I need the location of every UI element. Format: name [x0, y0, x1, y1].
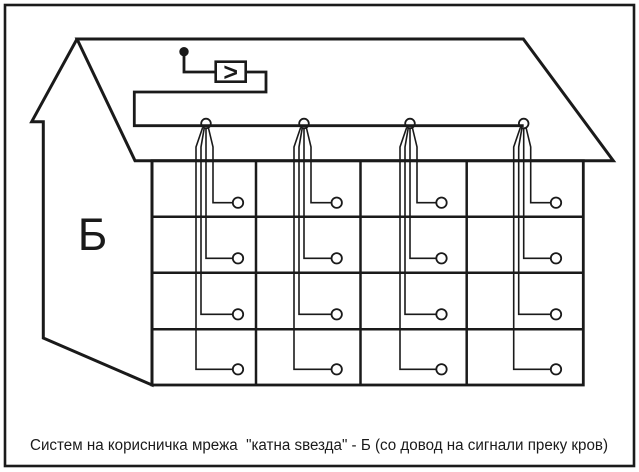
roof	[74, 37, 617, 163]
building-label: Б	[78, 209, 108, 260]
riser-cable	[409, 128, 437, 260]
amplifier-box	[214, 60, 247, 84]
outlet-icon	[231, 252, 245, 265]
amplifier-symbol: >	[223, 59, 238, 87]
outlet-icon	[330, 308, 343, 321]
outlet-icon	[231, 196, 245, 209]
roof-grommet-icon	[518, 117, 530, 130]
outlet-icon	[435, 308, 448, 321]
riser-cable	[205, 128, 233, 260]
riser-cable	[305, 127, 332, 204]
outlet-icon	[435, 196, 448, 209]
outlet-icon	[330, 196, 343, 209]
antenna-feed-dot-icon	[179, 47, 189, 57]
riser-cable	[512, 127, 551, 371]
outlet-icon	[549, 196, 563, 209]
riser-cable	[298, 127, 332, 316]
outlet-icon	[435, 252, 448, 265]
riser-cable	[525, 127, 551, 204]
caption: Систем на корисничка мрежа "катна ѕвезда…	[30, 437, 608, 454]
outlet-icon	[549, 252, 563, 265]
figure-border	[3, 3, 636, 468]
riser-cable	[293, 127, 332, 371]
floor-grid	[152, 160, 584, 385]
outlet-icon	[435, 363, 448, 376]
signal-feed: >	[132, 47, 524, 128]
outlet-icon	[330, 252, 343, 265]
riser-cable	[522, 128, 551, 260]
feed-line-in	[182, 53, 216, 74]
roof-grommet-icon	[298, 117, 310, 130]
riser-cable	[207, 127, 233, 204]
outlet-icon	[330, 363, 343, 376]
outlet-icon	[231, 308, 245, 321]
outlet-icon	[231, 363, 245, 376]
riser-cable	[517, 127, 551, 316]
feed-line-out	[132, 70, 524, 128]
outlet-icon	[549, 363, 563, 376]
riser-cable	[411, 127, 437, 204]
roof-grommet-icon	[404, 117, 416, 130]
riser-cable	[195, 127, 233, 371]
riser-cable	[404, 127, 437, 316]
riser-cable	[200, 127, 233, 316]
riser-cable	[399, 127, 437, 371]
outlet-icon	[549, 308, 563, 321]
risers	[195, 117, 563, 376]
house-outline	[29, 37, 617, 388]
riser-cable	[303, 128, 332, 260]
roof-grommet-icon	[200, 117, 212, 130]
